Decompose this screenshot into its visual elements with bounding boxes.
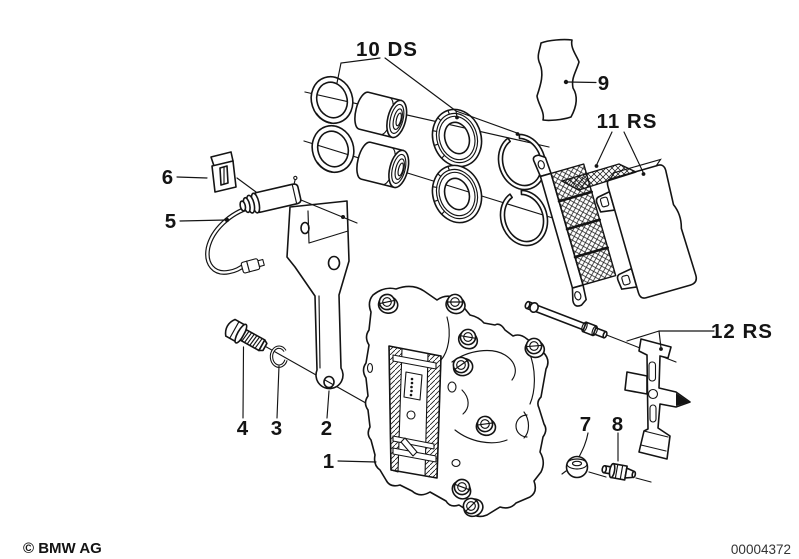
dust-boot-seal (431, 108, 483, 168)
document-number: 00004372 (731, 542, 791, 557)
dust-boot-seal (431, 164, 483, 224)
callout-label-12: 12 RS (711, 320, 773, 343)
callout-label-7: 7 (580, 413, 592, 436)
callout-8: 8 (612, 413, 624, 462)
callout-2: 2 (321, 390, 333, 440)
callout-label-6: 6 (162, 166, 174, 189)
mounting-bolt (224, 318, 268, 352)
callout-label-4: 4 (237, 417, 249, 440)
callout-label-9: 9 (598, 72, 610, 95)
callout-label-2: 2 (321, 417, 333, 440)
callouts: 10 DS 9 11 RS 6 5 12 RS (162, 38, 773, 473)
sensor-clip (210, 151, 257, 193)
brake-piston (354, 91, 408, 139)
lock-washer (269, 345, 288, 368)
guide-pin (524, 300, 608, 339)
callout-11: 11 RS (594, 110, 658, 176)
sensor-connector (240, 258, 265, 274)
callout-1: 1 (323, 450, 377, 473)
callout-5: 5 (165, 210, 230, 233)
callout-7: 7 (578, 413, 592, 458)
brake-pad-inner (532, 154, 617, 307)
callout-9: 9 (563, 72, 610, 95)
callout-4: 4 (237, 346, 249, 440)
callout-label-11: 11 RS (597, 110, 658, 133)
brake-caliper (362, 285, 549, 521)
pad-retaining-spring (624, 338, 691, 460)
wear-sensor (205, 175, 302, 275)
callout-label-8: 8 (612, 413, 624, 436)
callout-12: 12 RS (626, 320, 773, 351)
brake-piston (356, 141, 410, 189)
callout-6: 6 (162, 166, 208, 189)
bleeder-cap (561, 455, 607, 479)
callout-label-1: 1 (323, 450, 335, 473)
callout-3: 3 (271, 365, 283, 440)
callout-10: 10 DS (336, 38, 520, 136)
sensor-body (239, 175, 302, 214)
callout-label-3: 3 (271, 417, 283, 440)
sensor-axis-line (300, 199, 358, 224)
bleeder-valve (601, 462, 652, 483)
sensor-bracket (286, 200, 350, 390)
piston-seal-ring (311, 124, 355, 174)
retaining-ring (499, 189, 549, 247)
brake-pad-outer (595, 158, 698, 299)
anti-squeal-shim (536, 38, 580, 122)
piston-seal-ring (310, 75, 354, 125)
copyright-notice: © BMW AG (23, 540, 102, 557)
callout-label-5: 5 (165, 210, 177, 233)
callout-label-10: 10 DS (356, 38, 418, 61)
